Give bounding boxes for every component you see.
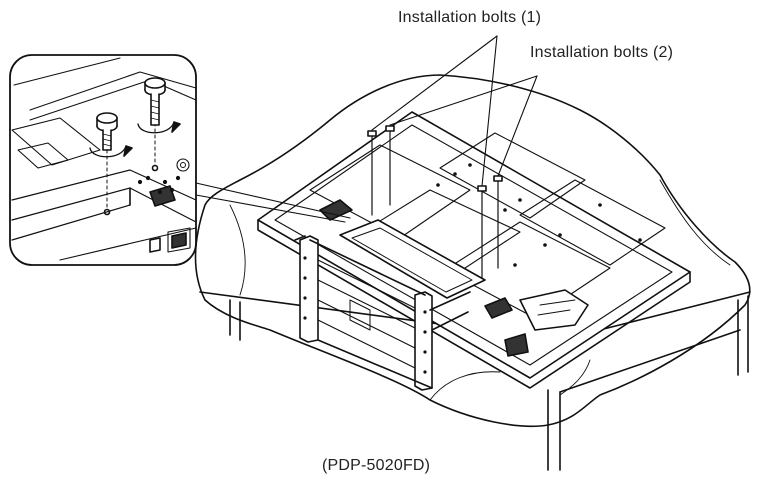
protective-cloth [194,74,751,428]
callout-lines [371,35,538,187]
stand-bracket [294,219,486,391]
inset-bolt-1-icon [89,112,133,158]
inset-bolt-2-icon [137,77,181,134]
plasma-panel-back [257,111,691,389]
detail-inset [9,54,197,266]
zoom-connector [195,182,351,223]
model-label: (PDP-5020FD) [322,457,431,474]
installation-bolts-2-label: Installation bolts (2) [530,44,674,61]
installation-bolts-1-label: Installation bolts (1) [398,9,542,26]
bolts-main [367,125,503,279]
